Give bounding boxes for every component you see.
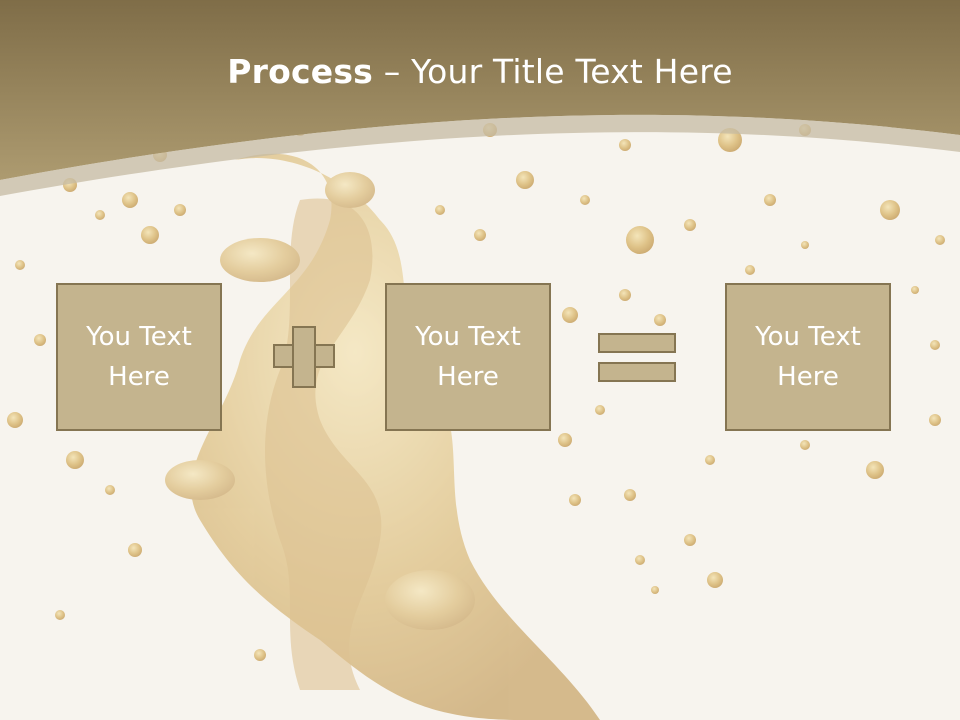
header-band [0,0,960,180]
text-box-2-label: You Text Here [415,322,521,392]
title-rest: – Your Title Text Here [373,52,733,91]
text-box-3[interactable]: You Text Here [725,283,891,431]
splash-image [165,153,600,720]
title-bold: Process [227,52,374,91]
text-box-1[interactable]: You Text Here [56,283,222,431]
text-box-3-label: You Text Here [755,322,861,392]
text-box-1-label: You Text Here [86,322,192,392]
text-box-2[interactable]: You Text Here [385,283,551,431]
header-swoosh [0,114,960,196]
slide-title: Process – Your Title Text Here [0,52,960,91]
